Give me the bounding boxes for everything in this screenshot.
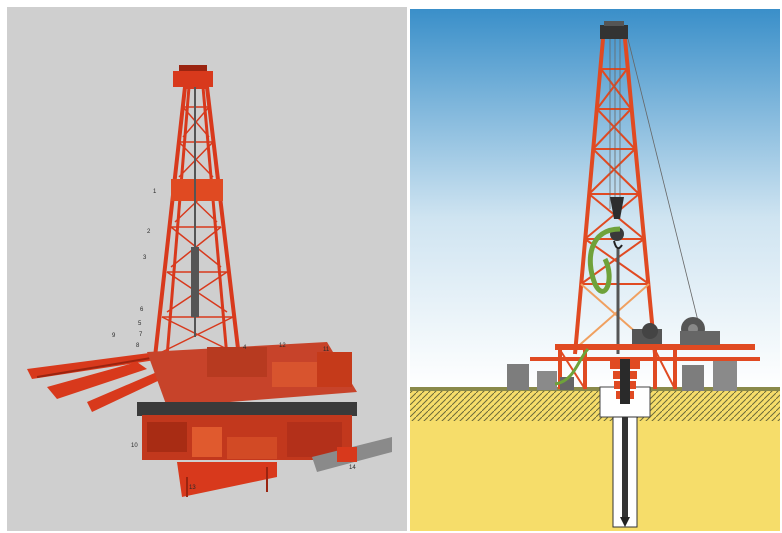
- derrick-tower: [152, 65, 242, 359]
- cellar-and-bop: [599, 359, 651, 418]
- monkey-board: [171, 179, 223, 201]
- wellbore: [612, 416, 638, 528]
- kelly-hose: [587, 226, 621, 294]
- callout-14: 14: [349, 465, 356, 471]
- drill-bit: [620, 517, 630, 527]
- callout-11: 11: [323, 347, 330, 353]
- callout-10: 10: [131, 443, 138, 449]
- callout-4: 4: [243, 345, 247, 351]
- right-rig-cross-section: [410, 9, 780, 531]
- crown-block: [600, 25, 628, 39]
- lower-platform: [177, 462, 277, 497]
- rig-floor: [530, 344, 760, 390]
- mud-tanks-left: [507, 364, 574, 390]
- engine-unit: [680, 317, 720, 345]
- callout-8: 8: [136, 343, 140, 349]
- callout-6: 6: [140, 307, 144, 313]
- callout-3: 3: [143, 255, 147, 261]
- drill-floor-equipment: [137, 342, 392, 497]
- rig-cross-section-drawing: [410, 9, 780, 531]
- callout-2: 2: [147, 229, 151, 235]
- mud-line: [554, 347, 590, 386]
- drilling-lines: [609, 38, 701, 330]
- left-rig-illustration: 1 2 3 4 5 6 7 8 9 10 11 12 13 14: [7, 7, 407, 531]
- kelly: [191, 247, 199, 317]
- control-house: [317, 352, 352, 387]
- callout-5: 5: [138, 321, 142, 327]
- pipe-catwalk: [27, 352, 162, 412]
- drawworks: [632, 323, 662, 344]
- crown-block: [173, 71, 213, 87]
- topsoil-hatch: [410, 389, 780, 421]
- callout-labels: 1 2 3 4 5 6 7 8 9 10 11 12 13 14: [112, 189, 356, 491]
- callout-13: 13: [189, 485, 196, 491]
- rig-3d-drawing: 1 2 3 4 5 6 7 8 9 10 11 12 13 14: [7, 7, 407, 531]
- callout-1: 1: [153, 189, 157, 195]
- callout-7: 7: [139, 332, 143, 338]
- mud-tanks-right: [682, 361, 737, 391]
- callout-12: 12: [279, 343, 286, 349]
- callout-9: 9: [112, 333, 116, 339]
- substructure-deck: [137, 402, 357, 416]
